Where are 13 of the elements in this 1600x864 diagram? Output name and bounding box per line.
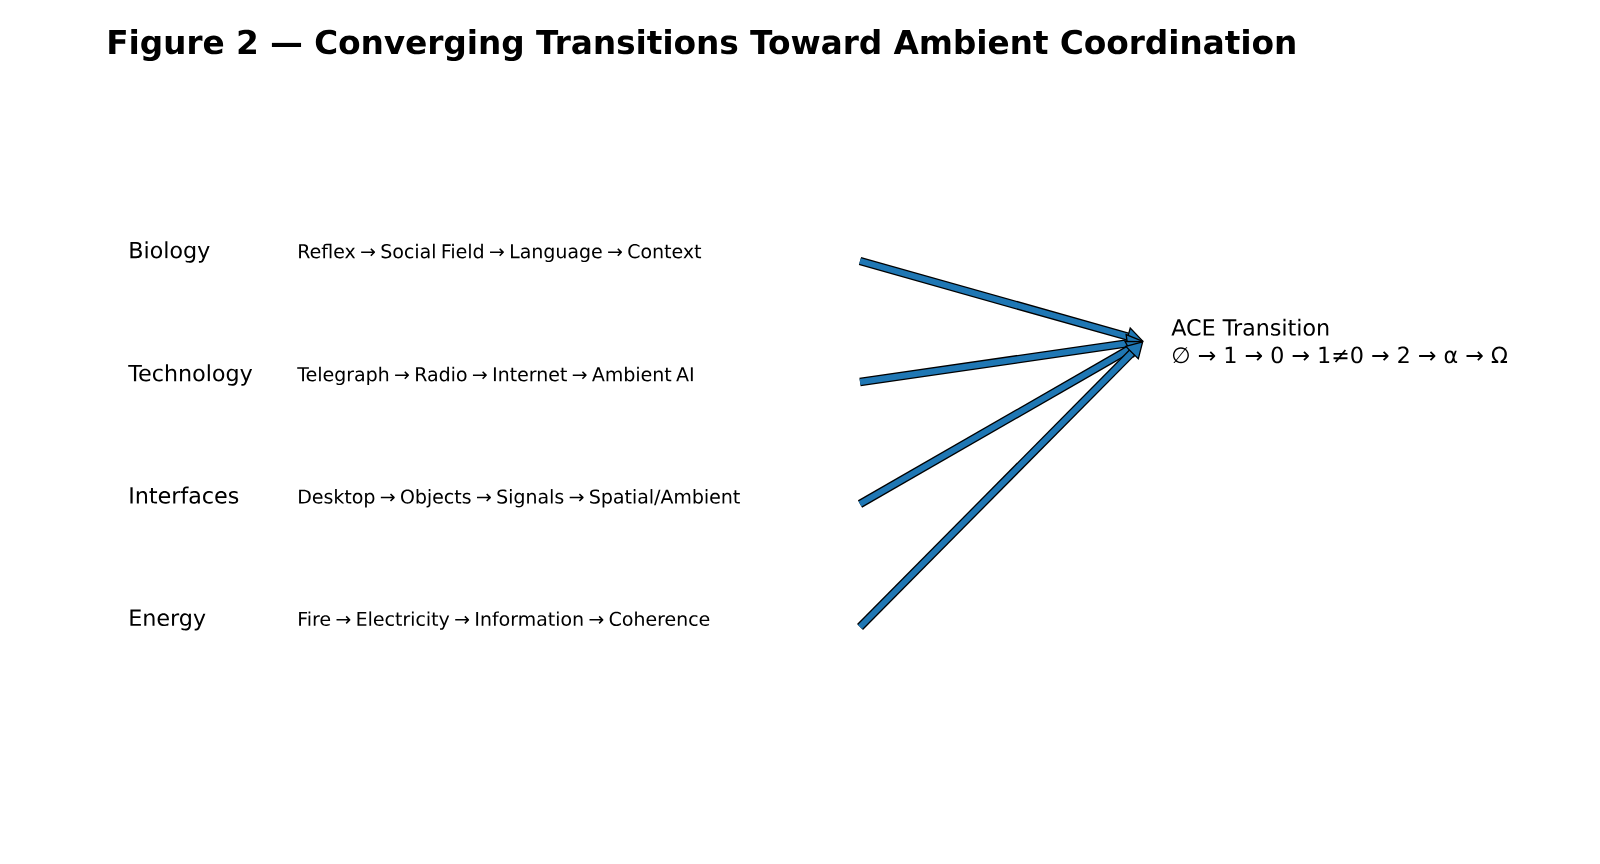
arrow xyxy=(857,340,1144,508)
category-label: Energy xyxy=(130,609,206,631)
sequence-text: Desktop → Objects → Signals → Spatial/Ambient xyxy=(299,489,740,508)
sequence-text: Fire → Electricity → Information → Coherence xyxy=(299,611,710,630)
sequence-text: Telegraph → Radio → Internet → Ambient AI xyxy=(297,366,693,386)
sequence-text: Reflex → Social Field → Language → Context xyxy=(299,243,702,263)
figure-title: Figure 2 — Converging Transitions Toward Ambient Coordination xyxy=(109,29,1295,61)
category-label: Technology xyxy=(128,364,253,386)
target-label: ∅ → 1 → 0 → 1≠0 → 2 → α → Ω xyxy=(1172,346,1508,364)
arrow xyxy=(857,341,1144,630)
category-label: Biology xyxy=(130,241,210,263)
category-label: Interfaces xyxy=(130,486,239,504)
target-label: ACE Transition xyxy=(1171,318,1329,336)
